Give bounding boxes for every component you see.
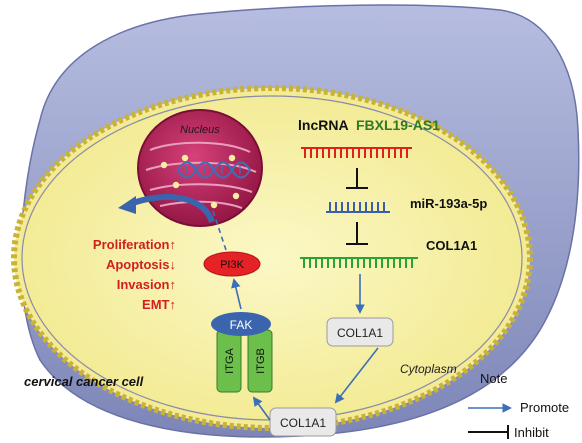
outcome-emt: EMT↑ <box>142 297 176 312</box>
pi3k-to-nucleus-arrow <box>211 207 227 251</box>
fak-node <box>211 312 271 336</box>
col1a1-protein-outer-box <box>269 407 337 437</box>
lncrna-label: lncRNA FBXL19-AS1 <box>298 117 440 133</box>
col1a1-strand <box>300 257 418 268</box>
inhibit-arrow-lncrna-mirna <box>346 168 368 189</box>
col1a1-protein-inner-label: COL1A1 <box>337 326 383 340</box>
lncrna-prefix: lncRNA <box>298 117 348 133</box>
legend-inhibit-icon <box>468 425 509 439</box>
lncrna-name: FBXL19-AS1 <box>356 117 440 133</box>
nucleus-label: Nucleus <box>180 124 220 136</box>
mirna-strand <box>326 202 390 213</box>
fak-to-pi3k-arrow <box>231 278 242 310</box>
cell-caption: cervical cancer cell <box>24 374 144 389</box>
col1a1-protein-outer-label: COL1A1 <box>280 416 326 430</box>
cytoplasm-label: Cytoplasm <box>400 362 457 376</box>
nucleus-output-arrow <box>129 194 215 224</box>
outcome-invasion: Invasion↑ <box>117 277 176 292</box>
legend-promote-label: Promote <box>520 400 569 415</box>
itgb-label: ITGB <box>255 348 267 374</box>
binding-arrow <box>252 396 271 421</box>
itga-label: ITGA <box>224 348 236 374</box>
legend: Note Promote Inhibit <box>468 371 569 440</box>
lncrna-strand <box>301 147 412 158</box>
integrin-itgb: ITGB <box>247 329 273 393</box>
nucleus-output-arrowhead <box>118 196 136 214</box>
secretion-arrow <box>334 347 379 404</box>
outcome-apoptosis: Apoptosis↓ <box>106 257 176 272</box>
fak-label: FAK <box>230 318 253 332</box>
integrin-itga: ITGA <box>216 329 242 393</box>
inhibit-arrow-mirna-col1a1 <box>346 222 368 245</box>
mirna-label: miR-193a-5p <box>410 196 487 211</box>
legend-inhibit-label: Inhibit <box>514 425 549 440</box>
col1a1-protein-inner-box <box>326 317 394 347</box>
dna-helix-icon <box>177 161 251 179</box>
legend-title: Note <box>480 371 507 386</box>
pi3k-node <box>203 251 261 277</box>
pi3k-label: PI3K <box>220 259 245 271</box>
col1a1-gene-label: COL1A1 <box>426 238 477 253</box>
outcome-list: Proliferation↑ Apoptosis↓ Invasion↑ EMT↑ <box>93 237 176 312</box>
outcome-proliferation: Proliferation↑ <box>93 237 176 252</box>
